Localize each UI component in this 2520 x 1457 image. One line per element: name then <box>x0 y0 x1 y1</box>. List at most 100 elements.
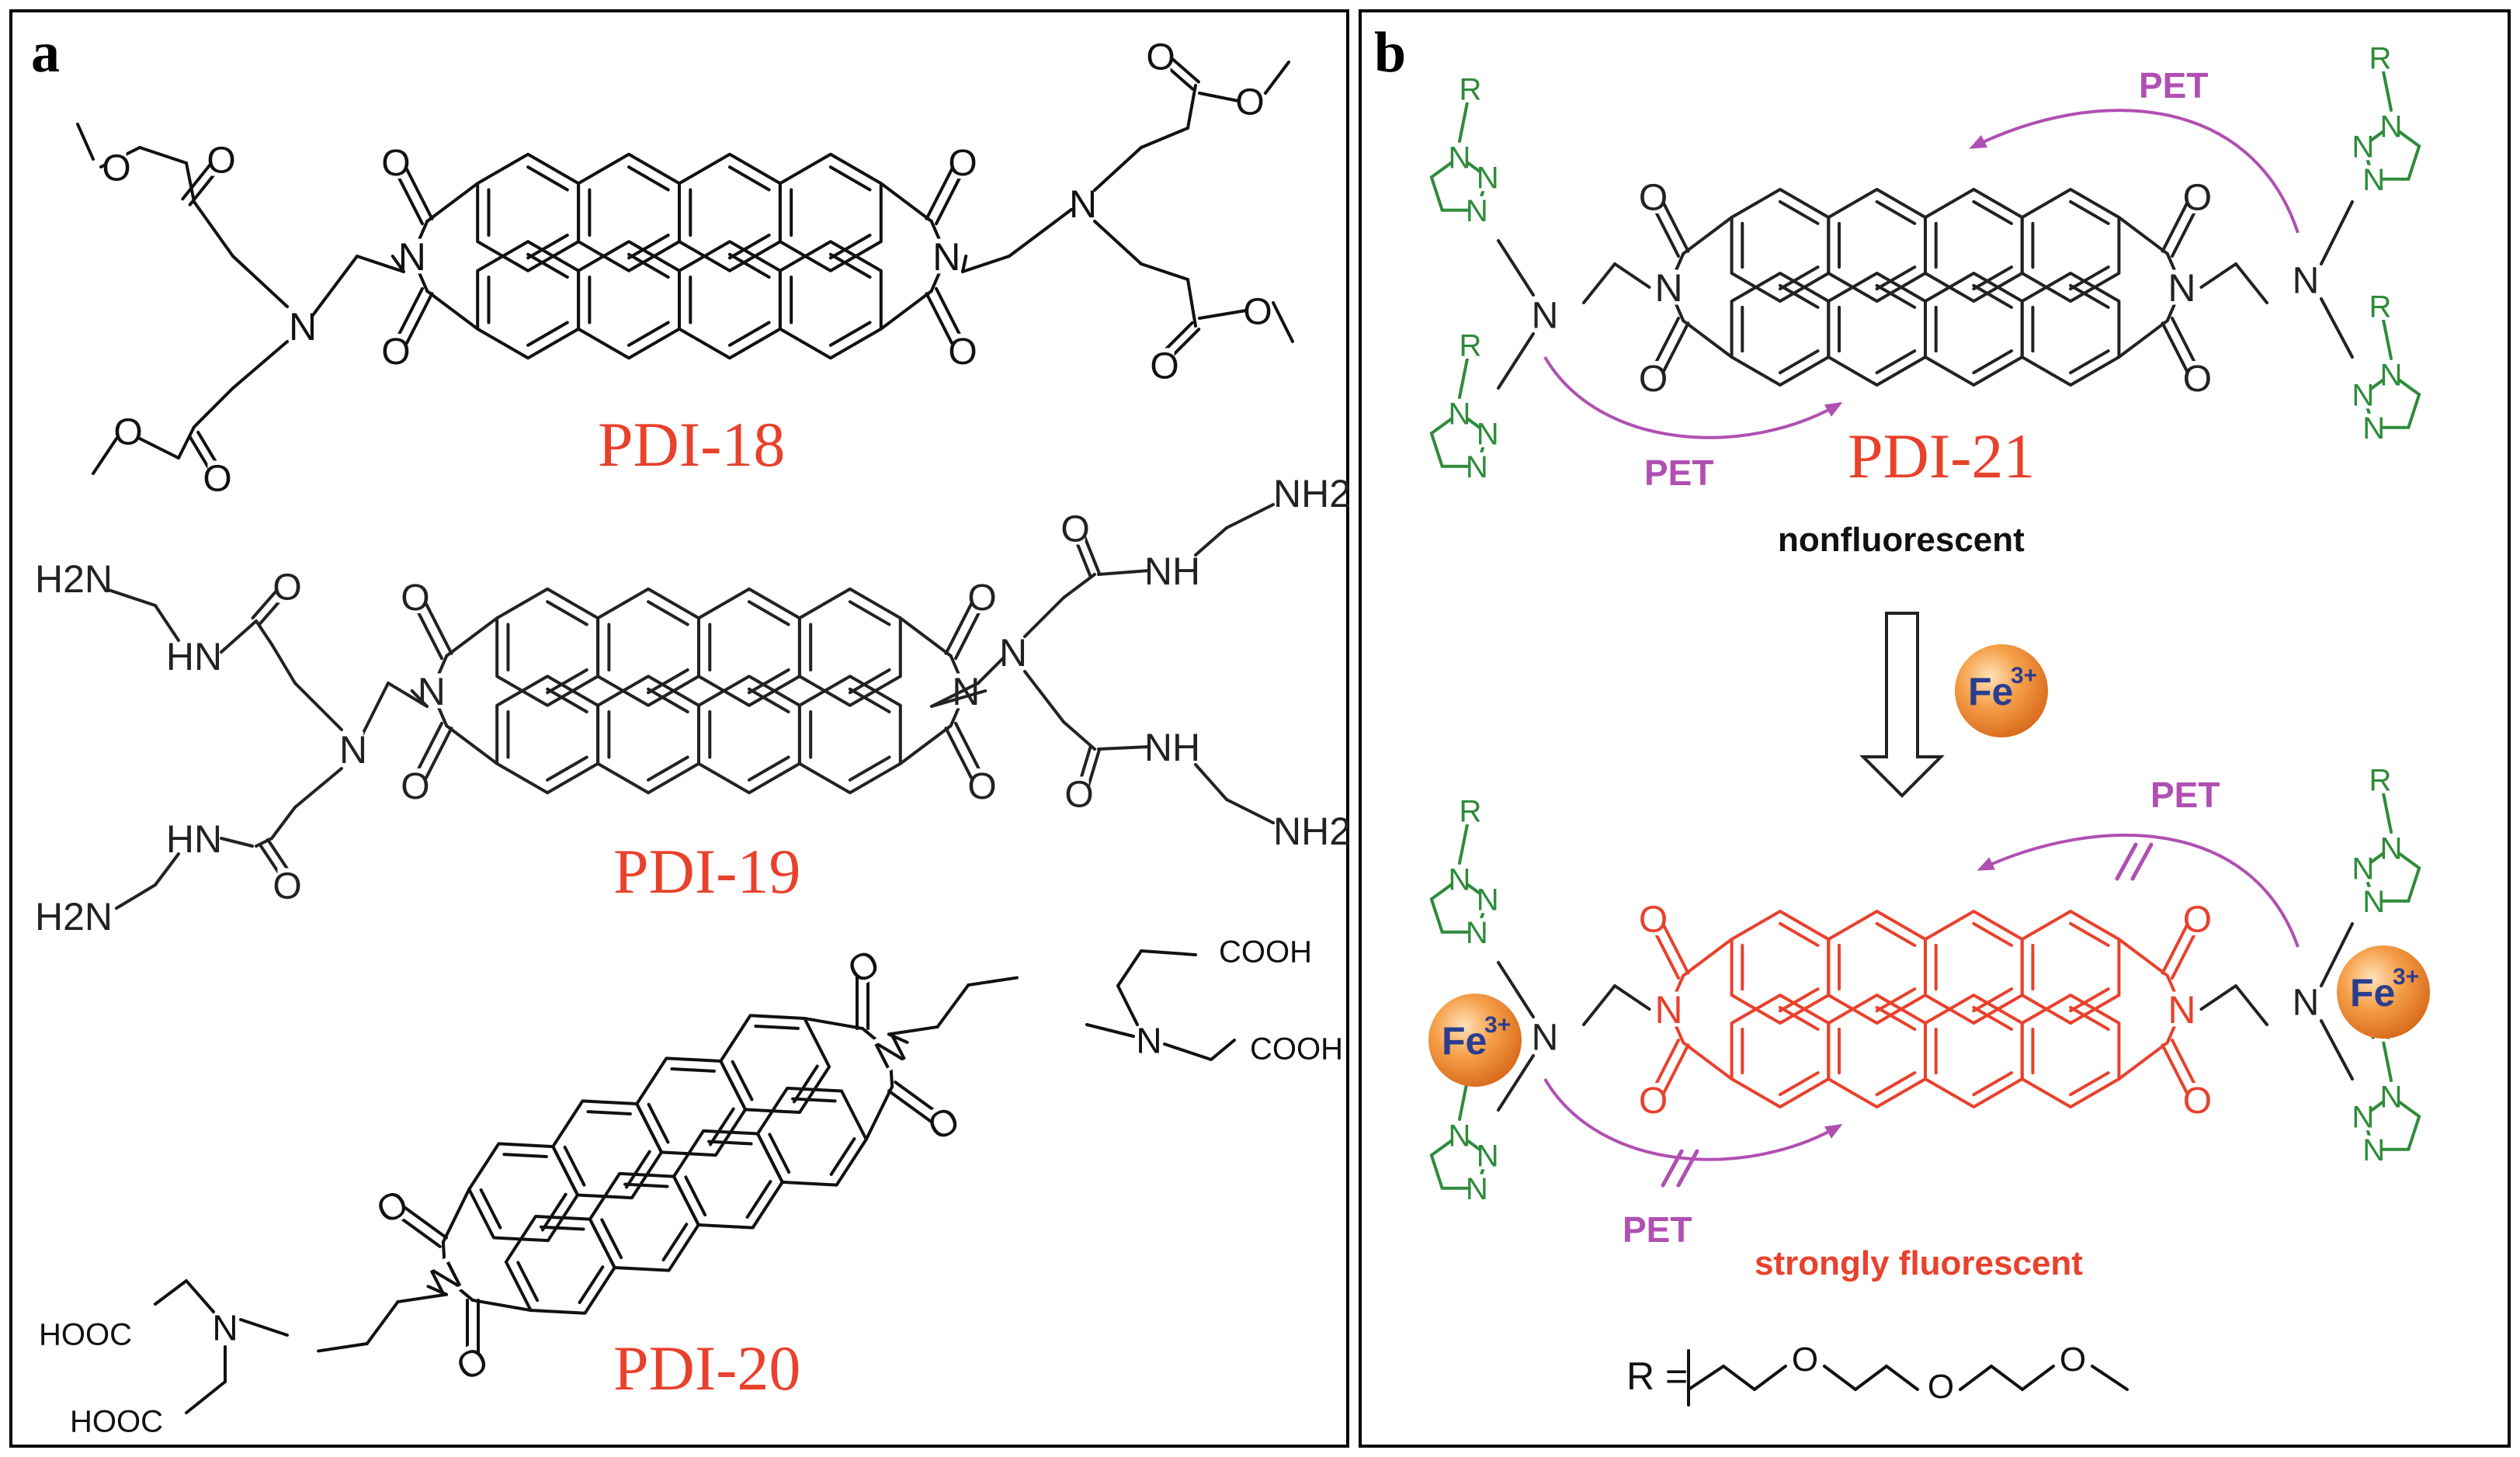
atom-mask <box>1479 1141 1496 1170</box>
bond <box>1497 961 1535 1018</box>
bond <box>879 290 933 331</box>
triazole-nitrogen: N <box>1449 1119 1471 1153</box>
atom-mask <box>1240 84 1260 118</box>
pet-label-top: PET <box>2139 65 2208 106</box>
oxygen: O <box>272 567 301 608</box>
panel-b-frame <box>1359 9 2511 1448</box>
double-bond <box>395 286 425 340</box>
bond <box>1682 319 1734 359</box>
triazole-nitrogen: N <box>1466 194 1488 228</box>
double-bond <box>1652 206 1680 258</box>
ring-double-bond <box>1875 349 1917 375</box>
double-bond <box>944 727 973 779</box>
oxygen: O <box>1150 345 1178 387</box>
bond <box>2234 984 2268 1026</box>
imide-nitrogen: N <box>2168 266 2195 310</box>
atom-mask <box>401 238 422 274</box>
bond <box>1116 984 1139 1026</box>
imide-nitrogen: N <box>1654 266 1682 310</box>
bond <box>2320 1019 2354 1081</box>
bond <box>1682 938 1734 977</box>
atom-mask <box>1451 1121 1468 1149</box>
ring-double-bond <box>627 321 670 347</box>
bond <box>1682 216 1734 255</box>
atom-mask <box>342 731 364 767</box>
atom-mask <box>118 414 138 448</box>
oxygen: O <box>967 766 996 807</box>
ring-double-bond <box>546 755 588 782</box>
atom-mask <box>1139 1024 1159 1056</box>
bond <box>177 425 196 460</box>
block-stroke <box>1661 1149 1684 1188</box>
bond <box>1163 1042 1213 1061</box>
r-group: R <box>2369 290 2392 324</box>
bond <box>1458 101 1469 143</box>
bond <box>864 1084 894 1141</box>
atom-mask <box>1658 269 1679 305</box>
oxygen: O <box>113 411 142 453</box>
bond <box>220 619 258 654</box>
ring-double-bond <box>848 600 891 626</box>
carboxyl: COOH <box>1250 1032 1343 1066</box>
oxygen: O <box>1639 900 1668 941</box>
ring-double-bond <box>768 1133 791 1174</box>
pet-label-lower: PET <box>1644 453 1713 493</box>
atom-mask <box>43 898 105 934</box>
bond <box>2320 922 2354 987</box>
bond <box>1225 503 1275 529</box>
amine-nitrogen: N <box>289 305 317 349</box>
oxygen: O <box>381 143 410 184</box>
atom-mask <box>106 150 127 184</box>
block-stroke <box>2130 842 2154 881</box>
bond <box>1497 1054 1535 1112</box>
pet-arrow-bound-top <box>1977 834 2300 948</box>
bond <box>185 1380 227 1414</box>
bond <box>1093 220 1143 265</box>
double-bond <box>405 168 434 220</box>
triazole-nitrogen: N <box>2380 109 2403 144</box>
bond <box>1722 1365 1756 1391</box>
double-bond <box>1662 321 1690 373</box>
ring-double-bond <box>684 1175 707 1217</box>
bond <box>231 340 289 390</box>
double-bond <box>396 1214 442 1248</box>
ring-double-bond <box>578 1265 605 1304</box>
bond <box>1186 84 1197 130</box>
atom-mask <box>2366 165 2383 193</box>
bond <box>2382 70 2393 112</box>
atom-mask <box>173 638 215 674</box>
ring-double-bond <box>727 321 771 347</box>
oxygen: O <box>2183 178 2212 219</box>
ring-double-bond <box>2069 1071 2110 1097</box>
pet-label-bound-lower: PET <box>1623 1209 1692 1250</box>
atom-mask <box>1151 553 1193 588</box>
triazole-nitrogen: N <box>1477 1140 1499 1174</box>
atom-mask <box>2355 1102 2372 1131</box>
triazole-nitrogen: N <box>1477 883 1499 918</box>
atom-mask <box>1281 475 1343 511</box>
amine-nitrogen: N <box>1532 1017 1559 1058</box>
imide-nitrogen: N <box>932 235 960 279</box>
bond <box>1023 670 1065 723</box>
aromatic-ring <box>719 1014 831 1115</box>
bond <box>1198 92 1240 102</box>
carboxyl: HOOC <box>39 1317 132 1351</box>
bond <box>1959 1365 1993 1391</box>
ring-double-bond <box>708 1107 735 1147</box>
double-bond <box>953 607 983 661</box>
aromatic-ring <box>778 240 883 360</box>
amine-nh2: H2N <box>35 557 113 601</box>
bond <box>1582 262 1616 304</box>
atom-mask <box>207 460 227 494</box>
fe-ion-right-bound: Fe 3+ <box>2337 945 2430 1039</box>
ring-double-bond <box>600 1218 623 1260</box>
bond <box>1008 208 1073 258</box>
ring-double-bond <box>1972 1071 2013 1097</box>
ring-double-bond <box>1875 199 1917 225</box>
double-bond <box>866 975 870 1030</box>
bond <box>930 689 988 708</box>
